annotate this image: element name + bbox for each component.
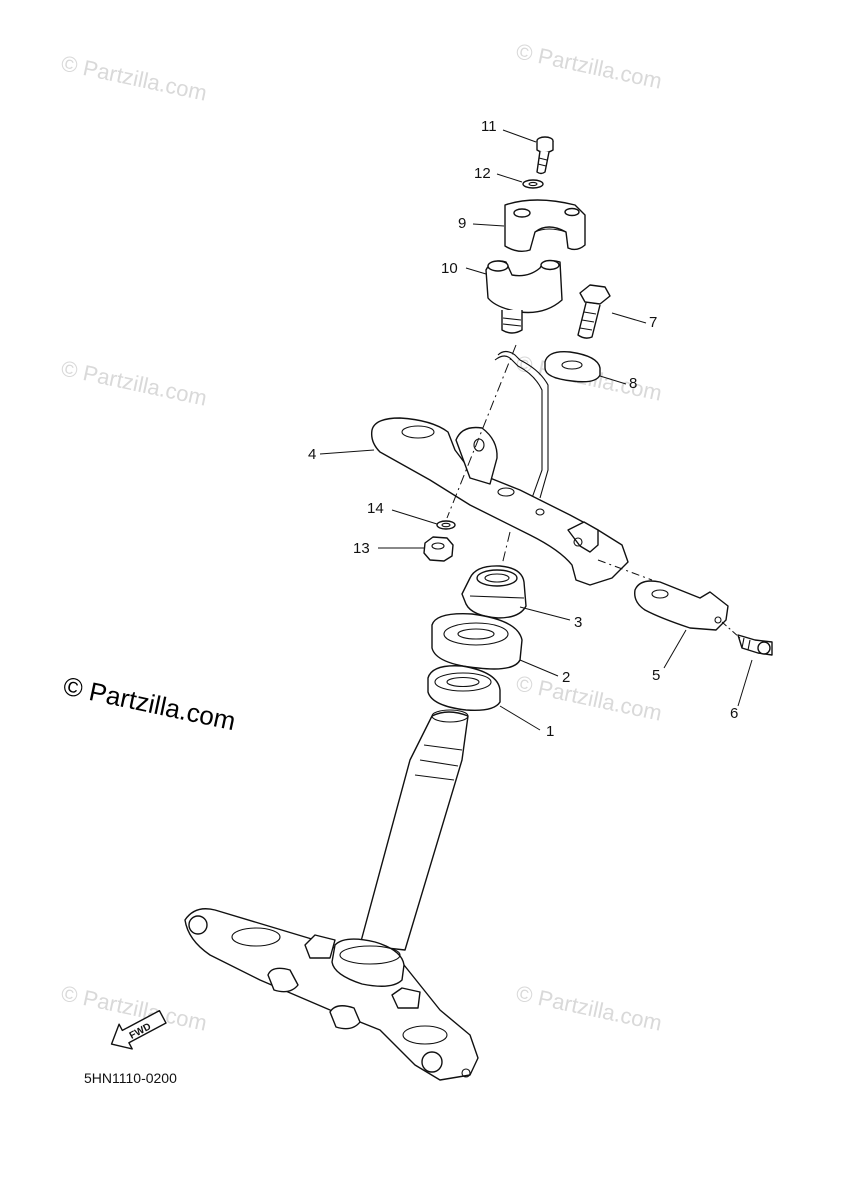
- part-6-bolt: [737, 634, 773, 656]
- part-4-upper-bracket: [370, 417, 629, 586]
- fwd-arrow: FWD: [110, 1009, 167, 1050]
- watermark-top-right: © Partzilla.com: [514, 38, 664, 93]
- part-2-seal: [431, 613, 523, 670]
- assembly-centerline: [446, 344, 741, 639]
- callout-2: 2: [562, 669, 570, 686]
- watermark-main: © Partzilla.com: [61, 671, 239, 737]
- cable-guide-wire: [494, 350, 549, 499]
- callout-7: 7: [649, 314, 657, 331]
- watermark-bottom-right: © Partzilla.com: [514, 980, 664, 1035]
- fwd-label: FWD: [128, 1021, 153, 1041]
- callout-8: 8: [629, 375, 637, 392]
- callout-labels: 11 12 9 10 7 8 4 14 13 3 2 1 5 6: [308, 118, 738, 740]
- leader-lines: [319, 129, 753, 731]
- callout-6: 6: [730, 705, 738, 722]
- lower-bracket: [184, 908, 479, 1081]
- part-13-nut: [423, 536, 454, 562]
- part-14-washer: [436, 520, 456, 530]
- part-10-holder-lower: [485, 259, 563, 334]
- callout-4: 4: [308, 446, 316, 463]
- part-9-holder-upper: [504, 199, 586, 253]
- watermark-lower-right: © Partzilla.com: [514, 670, 664, 725]
- callout-10: 10: [441, 260, 458, 277]
- part-12-washer: [522, 179, 544, 189]
- callout-1: 1: [546, 723, 554, 740]
- callout-14: 14: [367, 500, 384, 517]
- watermark-mid-left: © Partzilla.com: [59, 355, 209, 410]
- part-7-bolt: [577, 284, 611, 339]
- part-1-bearing: [427, 665, 501, 712]
- steering-stem: [359, 709, 469, 951]
- part-5-cable-bracket: [634, 580, 729, 631]
- callout-11: 11: [481, 118, 497, 135]
- callout-13: 13: [353, 540, 370, 557]
- watermark-top-left: © Partzilla.com: [59, 50, 209, 105]
- part-3-ring-nut: [461, 565, 527, 619]
- part-11-bolt: [536, 136, 554, 175]
- callout-9: 9: [458, 215, 466, 232]
- callout-5: 5: [652, 667, 660, 684]
- callout-12: 12: [474, 165, 491, 182]
- part-8-washer: [544, 351, 601, 383]
- callout-3: 3: [574, 614, 582, 631]
- diagram-code: 5HN1110-0200: [84, 1070, 177, 1086]
